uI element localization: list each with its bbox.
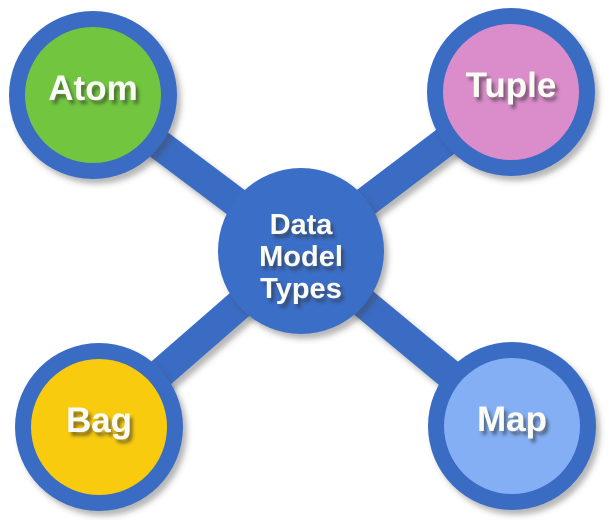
node-atom: Atom [9,11,177,179]
center-circle [218,168,384,334]
center-label-line-2: Model [259,241,343,273]
node-map: Map [428,342,596,510]
node-bag-circle [31,359,167,495]
node-tuple-label: Tuple [466,66,557,105]
node-map-label: Map [477,400,547,439]
center-label-line-3: Types [260,273,342,305]
node-tuple-circle [443,24,579,160]
center-node: Data Model Types [218,168,384,334]
node-tuple: Tuple [427,8,595,176]
node-bag-label: Bag [66,401,132,440]
node-atom-circle [25,27,161,163]
node-map-circle [444,358,580,494]
node-atom-label: Atom [48,69,137,108]
node-bag: Bag [15,343,183,511]
center-label-line-1: Data [270,209,334,241]
